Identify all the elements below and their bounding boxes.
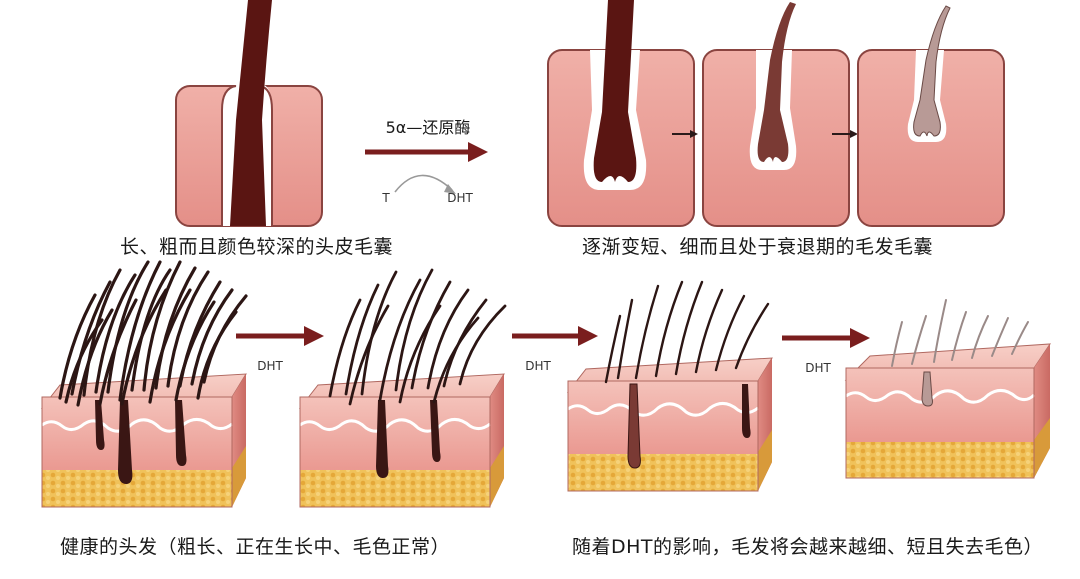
dht-arrow-2-label: DHT xyxy=(525,359,551,373)
enzyme-label: 5α—还原酶 xyxy=(386,118,471,137)
caption-healthy-hair: 健康的头发（粗长、正在生长中、毛色正常） xyxy=(60,532,450,559)
skin-block-miniaturized xyxy=(846,300,1050,478)
caption-shrinking-follicles: 逐渐变短、细而且处于衰退期的毛发毛囊 xyxy=(582,232,933,259)
dht-arrow-1 xyxy=(236,326,324,346)
enzyme-arrow-head xyxy=(468,142,488,162)
dht-arrow-1-label: DHT xyxy=(257,359,283,373)
dht-arrow-2 xyxy=(512,326,598,346)
skin-block-weakened xyxy=(568,282,772,491)
enzyme-arrow-group xyxy=(365,142,488,194)
shrinking-follicles-panel xyxy=(548,0,1004,226)
thick-follicle-panel xyxy=(176,0,322,226)
dht-arrow-3-label: DHT xyxy=(805,361,831,375)
skin-block-healthy xyxy=(42,262,246,507)
skin-block-thinning xyxy=(300,270,505,507)
testosterone-label: T xyxy=(381,191,390,205)
caption-thick-follicle: 长、粗而且颜色较深的头皮毛囊 xyxy=(120,232,393,259)
caption-dht-effect: 随着DHT的影响，毛发将会越来越细、短且失去毛色） xyxy=(572,532,1043,559)
dht-arrow-3 xyxy=(782,328,870,348)
dht-conversion-label: DHT xyxy=(447,191,473,205)
